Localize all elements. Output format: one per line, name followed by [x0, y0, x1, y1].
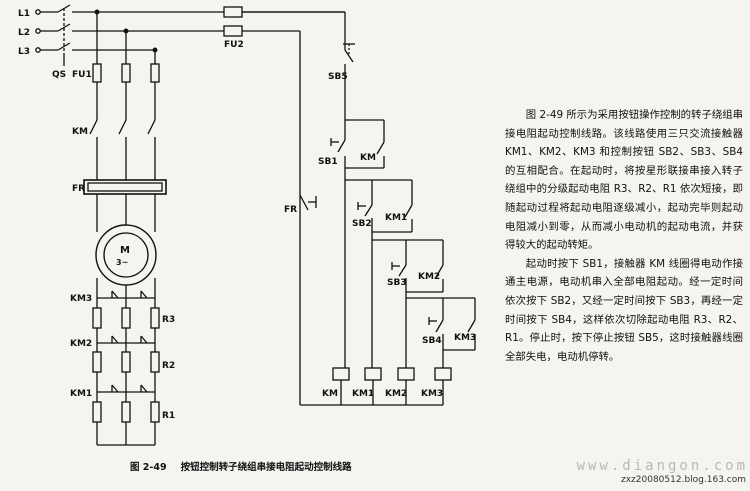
label-sb3: SB3: [387, 278, 407, 288]
description-para-2: 起动时按下 SB1，接触器 KM 线圈得电动作接通主电源，电动机串入全部电阻起动…: [505, 257, 743, 363]
label-km2-aux: KM2: [418, 272, 440, 282]
label-coil-km1: KM1: [352, 389, 374, 399]
label-fr-control: FR: [284, 205, 297, 215]
label-r3: R3: [162, 315, 175, 325]
label-sb4: SB4: [422, 336, 442, 346]
label-r1: R1: [162, 411, 175, 421]
label-km1-aux: KM1: [385, 213, 407, 223]
label-fr-main: FR: [72, 184, 85, 194]
label-km3-main: KM3: [70, 294, 92, 304]
label-l2: L2: [18, 28, 30, 38]
stage-km1: KM1 R1: [70, 384, 175, 423]
label-fu2: FU2: [224, 40, 244, 50]
figure-caption: 图 2-49 按钮控制转子绕组串接电阻起动控制线路: [130, 459, 490, 473]
label-coil-km3: KM3: [421, 389, 443, 399]
description-text: 图 2-49 所示为采用按钮操作控制的转子绕组串接电阻起动控制线路。该线路使用三…: [505, 106, 743, 366]
label-km2-main: KM2: [70, 339, 92, 349]
description-para-1: 图 2-49 所示为采用按钮操作控制的转子绕组串接电阻起动控制线路。该线路使用三…: [505, 109, 744, 252]
source-url: zxz20080512.blog.163.com: [621, 475, 746, 485]
label-r2: R2: [162, 361, 175, 371]
label-l3: L3: [18, 47, 30, 57]
label-qs: QS: [52, 70, 66, 80]
label-km3-aux: KM3: [454, 333, 476, 343]
label-sb1: SB1: [318, 157, 338, 167]
label-fu1: FU1: [72, 70, 92, 80]
watermark: www.diangon.com: [576, 458, 748, 474]
label-sb5: SB5: [328, 72, 348, 82]
figure-number: 图 2-49: [130, 462, 167, 473]
label-sb2: SB2: [352, 219, 372, 229]
label-km-main: KM: [72, 127, 88, 137]
figure-title: 按钮控制转子绕组串接电阻起动控制线路: [180, 462, 352, 473]
main-circuit: FU1 KM FR M 3~: [72, 9, 167, 446]
supply-lines: L1 L2 L3 QS: [18, 4, 345, 80]
label-km1-main: KM1: [70, 389, 92, 399]
motor-phase: 3~: [116, 258, 128, 267]
label-coil-km2: KM2: [385, 389, 407, 399]
fuse-fu2: FU2: [223, 6, 345, 405]
label-l1: L1: [18, 9, 30, 19]
motor-name: M: [120, 245, 130, 256]
label-km-aux: KM: [360, 153, 376, 163]
control-circuit: SB5 FR SB1 KM SB2 KM1: [284, 12, 476, 406]
label-coil-km: KM: [322, 389, 338, 399]
stage-km2: KM2 R2: [70, 335, 175, 373]
stage-km3: KM3 R3: [70, 290, 175, 329]
